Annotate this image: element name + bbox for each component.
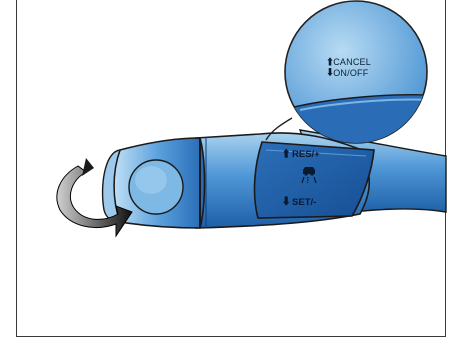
arrow-up-icon: 🠱 bbox=[283, 149, 289, 160]
res-plus-button[interactable]: 🠱 RES/+ bbox=[283, 147, 320, 163]
set-minus-button[interactable]: 🠳 SET/- bbox=[283, 195, 316, 211]
cruise-control-icon bbox=[298, 164, 320, 184]
callout-label-onoff: 🠳ON/OFF bbox=[327, 66, 368, 82]
arrow-down-icon: 🠳 bbox=[283, 197, 289, 208]
